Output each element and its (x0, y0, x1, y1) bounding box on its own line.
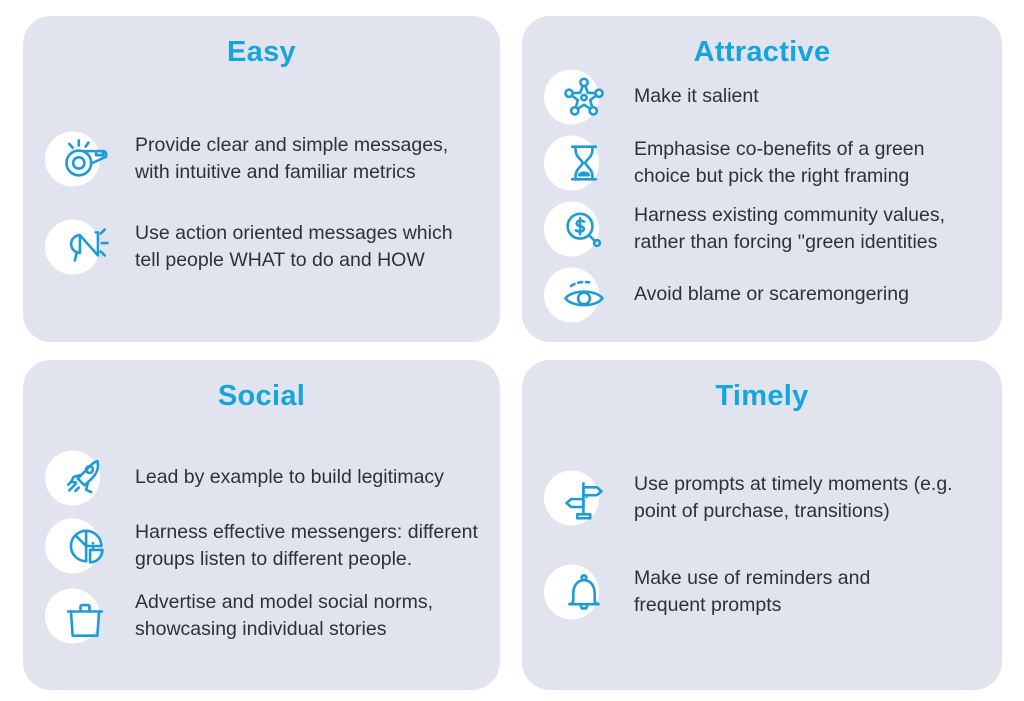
icon-badge (542, 564, 634, 620)
icon-badge (542, 135, 634, 191)
item-text: Harness effective messengers: different … (135, 520, 478, 571)
list-item: Provide clear and simple messages, with … (43, 117, 486, 201)
item-text: Make it salient (634, 85, 759, 108)
icon-badge (542, 267, 634, 323)
icon-badge (43, 219, 135, 275)
panel-social: Social Lead by example to build legitima… (23, 360, 500, 690)
panel-attractive: Attractive Make it salient (522, 16, 1002, 342)
item-text: Emphasise co-benefits of a green choice … (634, 137, 925, 188)
list-item: Make use of reminders and frequent promp… (542, 559, 988, 625)
icon-badge-circle (544, 135, 599, 191)
icon-badge (542, 201, 634, 257)
panel-title-social: Social (217, 380, 306, 412)
eye-icon (564, 280, 604, 307)
list-item: Advertise and model social norms, showca… (43, 585, 486, 647)
hourglass-icon (570, 145, 598, 181)
icon-badge (43, 450, 135, 506)
rocket-icon (66, 459, 100, 494)
item-text: Provide clear and simple messages, with … (135, 133, 449, 184)
panel-items-social: Lead by example to build legitimacy Harn… (23, 449, 500, 647)
item-text: Advertise and model social norms, showca… (135, 590, 434, 641)
list-item: Use action oriented messages which tell … (43, 205, 486, 289)
item-text: Use prompts at timely moments (e.g. poin… (634, 472, 953, 523)
panel-title-timely: Timely (715, 380, 809, 412)
item-text: Make use of reminders and frequent promp… (634, 566, 871, 617)
panel-title-attractive: Attractive (693, 36, 831, 68)
item-text: Use action oriented messages which tell … (135, 221, 453, 272)
list-item: Avoid blame or scaremongering (542, 267, 988, 323)
whistle-icon (65, 139, 108, 177)
search-dollar-icon (566, 212, 602, 248)
list-item: Emphasise co-benefits of a green choice … (542, 135, 988, 191)
panel-items-easy: Provide clear and simple messages, with … (23, 117, 500, 289)
pie-chart-icon (69, 529, 104, 564)
panel-timely: Timely Use prompts at timely moments (e.… (522, 360, 1002, 690)
panel-items-timely: Use prompts at timely moments (e.g. poin… (522, 465, 1002, 625)
panel-items-attractive: Make it salient Emphasise co-benefits of… (522, 69, 1002, 323)
signpost-icon (565, 482, 603, 520)
item-text: Harness existing community values, rathe… (634, 203, 946, 254)
list-item: Make it salient (542, 69, 988, 125)
briefcase-icon (66, 603, 104, 637)
panel-title-easy: Easy (227, 36, 296, 68)
icon-badge (43, 518, 135, 574)
icon-badge (43, 131, 135, 187)
molecule-star-icon (564, 77, 604, 116)
bell-icon (568, 574, 600, 610)
panel-easy: Easy Provide clear and simple messages, … (23, 16, 500, 342)
list-item: Use prompts at timely moments (e.g. poin… (542, 465, 988, 531)
list-item: Harness effective messengers: different … (43, 515, 486, 577)
icon-badge (542, 470, 634, 526)
item-text: Avoid blame or scaremongering (634, 283, 909, 306)
list-item: Lead by example to build legitimacy (43, 449, 486, 507)
list-item: Harness existing community values, rathe… (542, 201, 988, 257)
icon-badge (43, 588, 135, 644)
icon-badge-circle (544, 201, 599, 257)
icon-badge-circle (544, 564, 599, 620)
icon-badge (542, 69, 634, 125)
megaphone-icon (69, 228, 109, 262)
item-text: Lead by example to build legitimacy (135, 466, 444, 489)
